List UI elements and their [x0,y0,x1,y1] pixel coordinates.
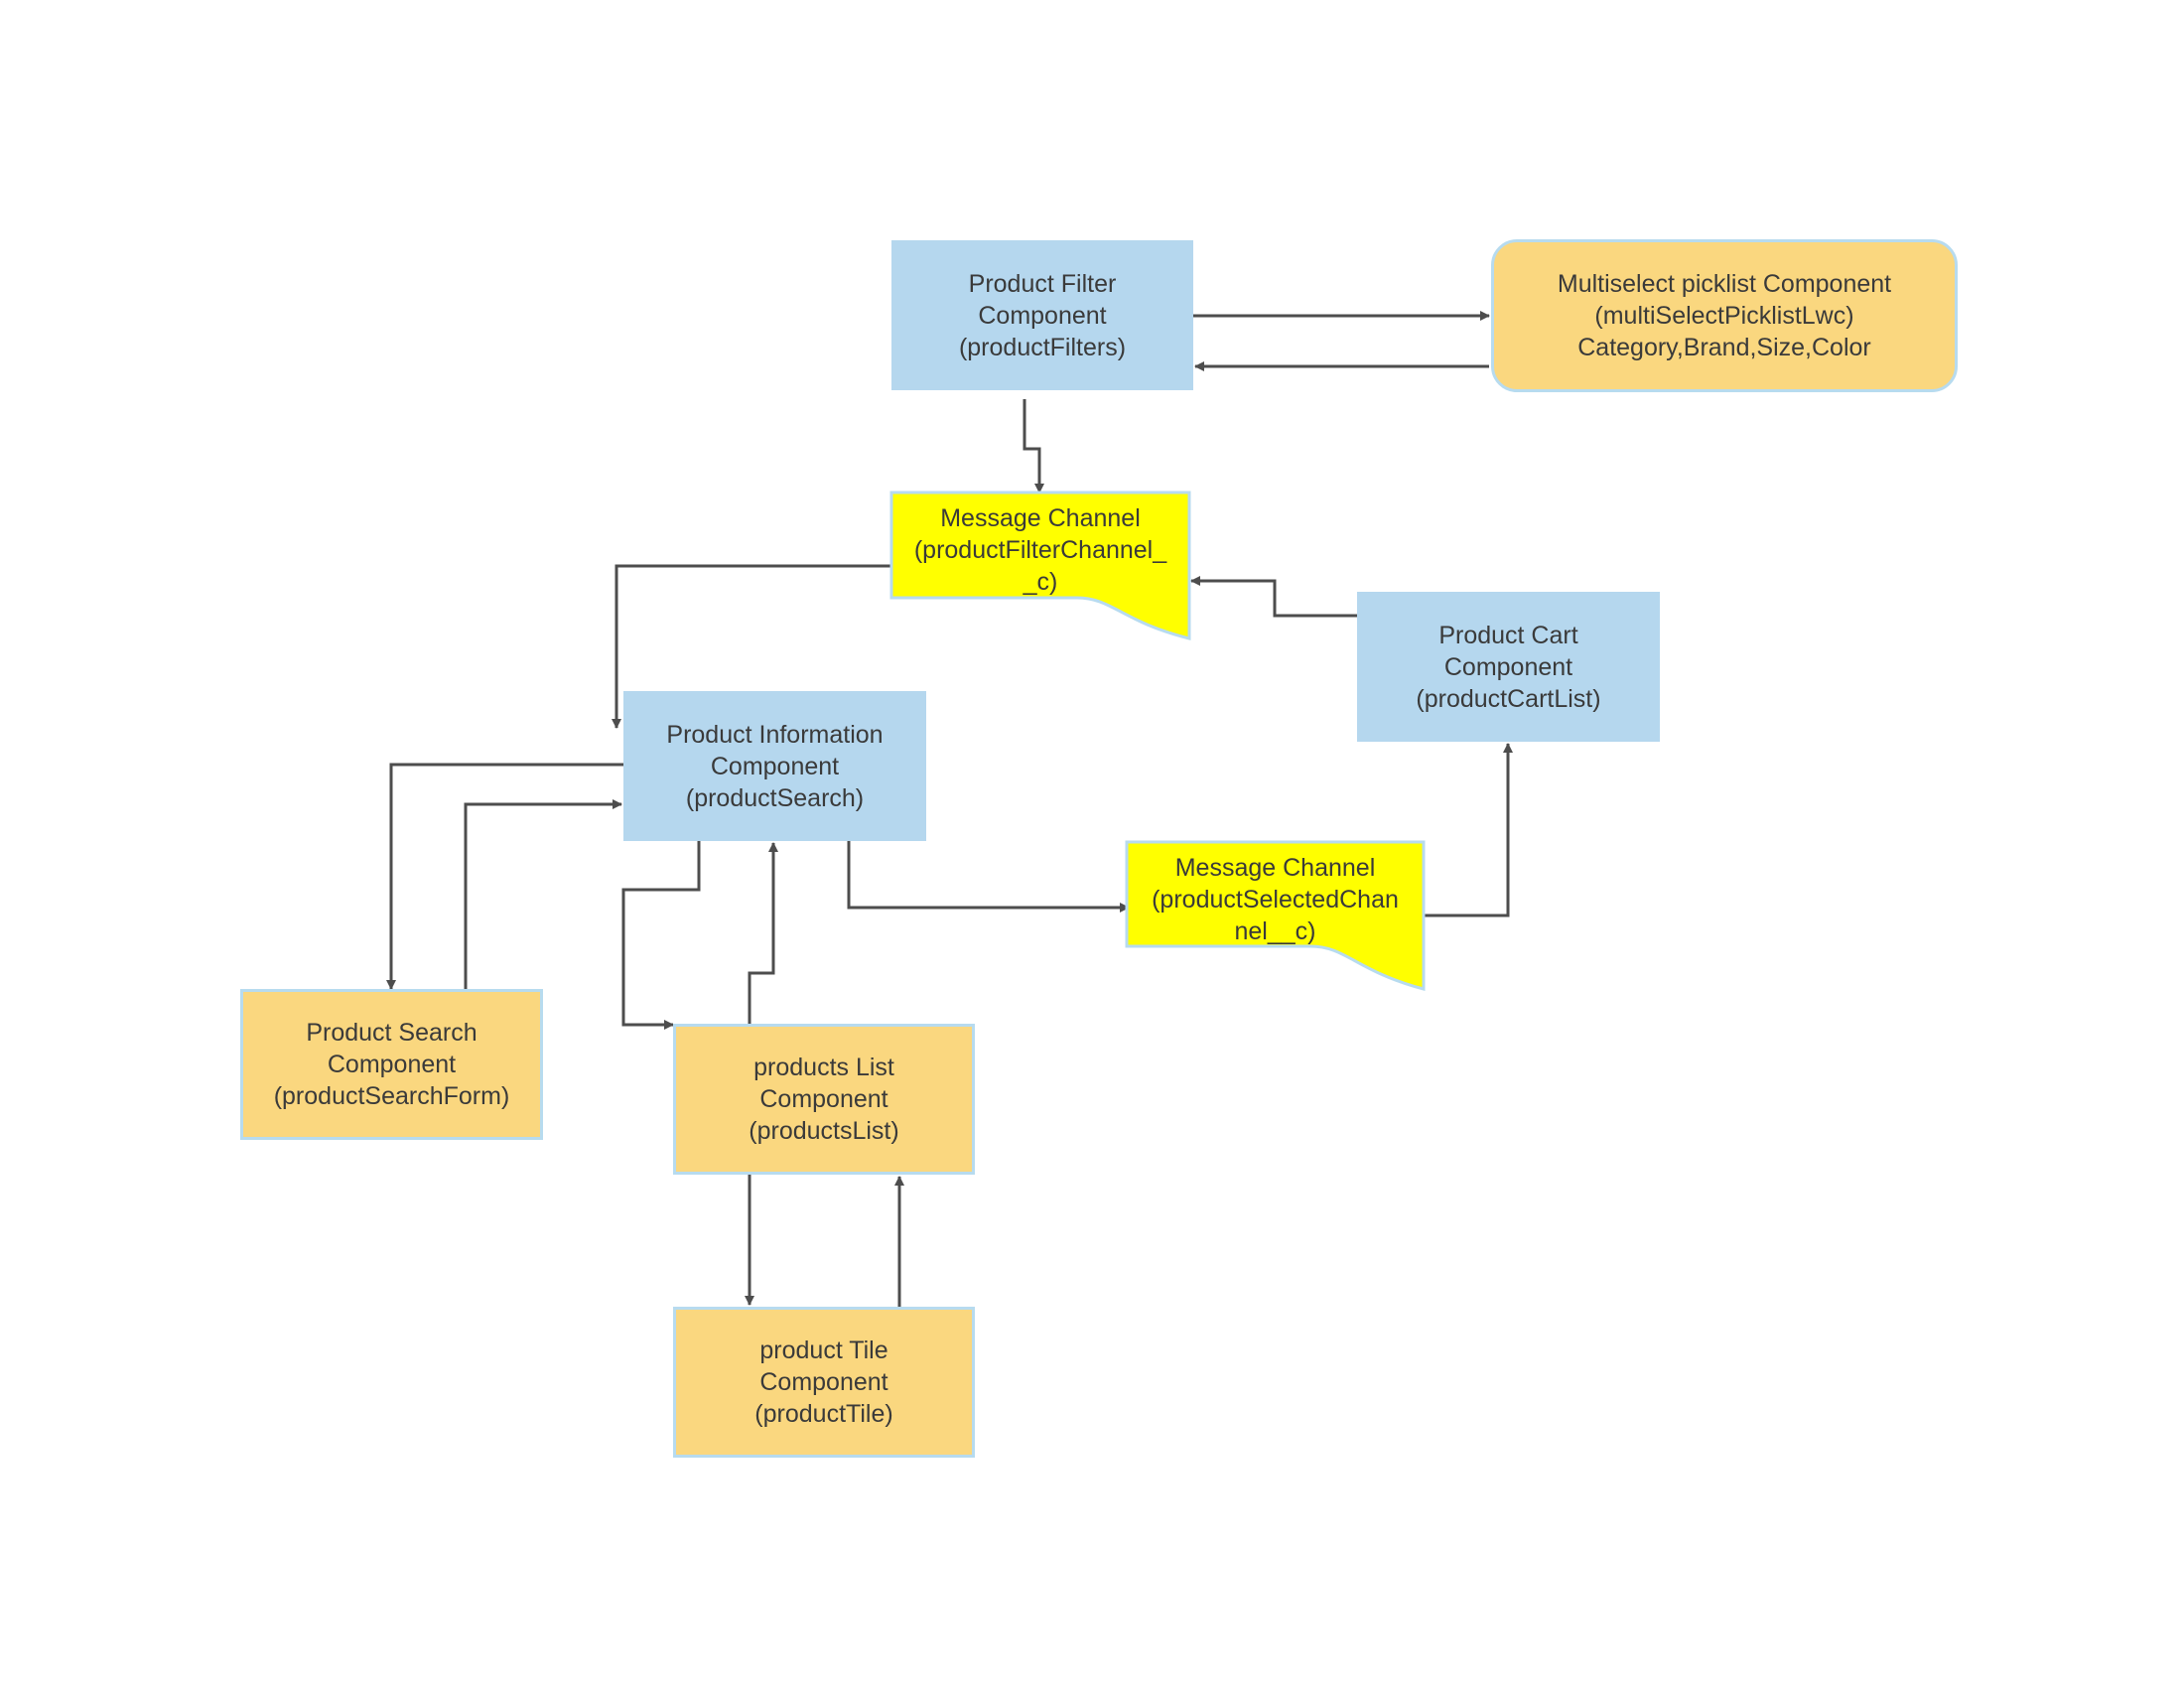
node-label-line: Component [759,1368,888,1396]
node-label-line: (productSearchForm) [273,1082,510,1110]
product-information-node: Product Information Component (productSe… [623,691,926,841]
node-label-line: Component [978,301,1107,330]
node-label-line: _c) [1023,568,1058,596]
node-label-line: Message Channel [940,504,1141,532]
node-label-line: Component [759,1085,888,1113]
edge-info-to-selected-channel [847,841,1130,913]
node-label-line: (productTile) [754,1400,893,1428]
node-label-line: Product Filter [968,269,1117,298]
edge-filter-channel-to-info [612,564,891,729]
node-label-line: (productsList) [749,1117,899,1145]
product-tile-node: product Tile Component (productTile) [673,1307,975,1458]
node-label-line: Product Search [306,1019,478,1047]
product-search-node: Product Search Component (productSearchF… [240,989,543,1140]
node-label-line: (productFilters) [958,333,1127,361]
node-label-line: Category,Brand,Size,Color [1577,334,1871,361]
node-label-line: Product Cart [1438,621,1578,649]
filter-message-channel-node: Message Channel (productFilterChannel_ _… [891,492,1189,612]
node-label-line: (productCartList) [1416,684,1601,713]
filter-channel-shape [889,491,1191,640]
edge-info-to-list [621,841,701,1030]
node-label-line: products List [753,1054,894,1081]
multiselect-picklist-node: Multiselect picklist Component (multiSel… [1491,239,1958,392]
edge-list-to-info [748,842,778,1024]
node-label-line: product Tile [759,1336,888,1364]
node-label-line: Product Information [666,720,884,749]
node-label-line: Message Channel [1174,854,1376,882]
edge-selected-channel-to-cart [1423,743,1513,917]
node-label-line: Component [710,752,840,780]
product-filter-node: Product Filter Component (productFilters… [891,240,1193,390]
products-list-node: products List Component (productsList) [673,1024,975,1175]
node-label-line: (productSelectedChan [1152,886,1399,914]
edge-search-to-info [464,799,622,990]
node-label-line: (multiSelectPicklistLwc) [1594,302,1854,330]
selected-channel-shape [1125,840,1426,991]
node-label-line: nel__c) [1234,917,1316,945]
product-cart-node: Product Cart Component (productCartList) [1357,592,1660,742]
node-label-line: (productFilterChannel_ [913,536,1167,564]
node-label-line: Component [327,1051,457,1078]
edge-info-to-search [386,763,623,990]
selected-message-channel-node: Message Channel (productSelectedChan nel… [1127,842,1424,961]
edge-filter-to-channel [1023,399,1044,493]
node-label-line: (productSearch) [685,783,865,812]
node-label-line: Component [1443,652,1573,681]
edge-cart-to-filter-channel [1190,576,1357,618]
node-label-line: Multiselect picklist Component [1557,270,1892,298]
